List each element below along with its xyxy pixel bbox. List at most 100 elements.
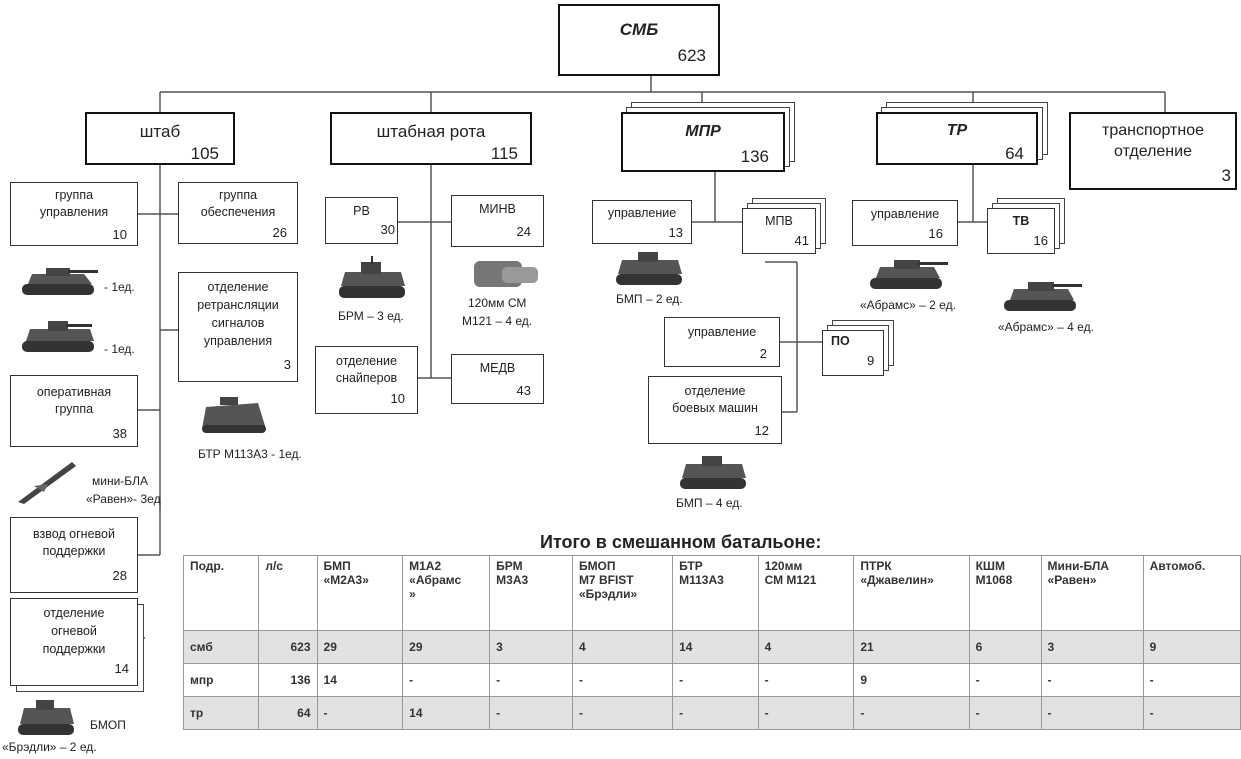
table-header-text: » — [409, 587, 416, 601]
table-cell: 14 — [402, 696, 491, 730]
root-name: СМБ — [619, 20, 659, 39]
go-line2: обеспечения — [200, 205, 276, 219]
bradley-icon — [22, 321, 94, 352]
table-header-text: М3А3 — [496, 573, 529, 587]
mpv-name: МПВ — [765, 214, 793, 228]
tv-box: ТВ 16 — [987, 208, 1055, 254]
transport-name-1: транспортное — [1101, 122, 1205, 139]
table-header-text: Автомоб. — [1149, 559, 1206, 573]
otdelenie-boevykh-mashin-box: отделение боевых машин 12 — [648, 376, 782, 444]
mpr-upr-count: 13 — [668, 225, 683, 240]
table-cell: - — [757, 663, 855, 697]
summary-title: Итого в смешанном батальоне: — [540, 532, 822, 552]
table-cell: - — [1040, 663, 1144, 697]
mpv-box: МПВ 41 — [742, 208, 816, 254]
table-header-text: М1068 — [975, 573, 1013, 587]
abrams-icon — [870, 260, 948, 289]
table-cell: смб — [182, 630, 260, 664]
medv-name: МЕДВ — [479, 361, 516, 375]
mpr-upravlenie-box: управление 13 — [592, 200, 692, 244]
mortar-caption-1: 120мм СМ — [468, 296, 527, 310]
rv-count: 30 — [380, 222, 395, 237]
abrams-caption-4: «Абрамс» – 4 ед. — [998, 320, 1094, 334]
mortar-carrier-icon — [474, 261, 538, 287]
table-cell: 623 — [258, 630, 318, 664]
brm-caption: БРМ – 3 ед. — [338, 309, 404, 323]
transport-name-2: отделение — [1114, 143, 1192, 160]
table-header-cell: Подр. — [182, 555, 260, 631]
ors-line1: отделение — [207, 280, 269, 294]
transport-count: 3 — [1221, 166, 1231, 185]
upr2-name: управление — [687, 325, 757, 339]
mpr-box: МПР 136 — [621, 112, 785, 172]
oop-line2: огневой — [51, 624, 97, 638]
table-cell: 29 — [316, 630, 404, 664]
rv-name: РВ — [353, 204, 370, 218]
table-header-text: Подр. — [190, 559, 225, 573]
transport-box: транспортное отделение 3 — [1069, 112, 1237, 190]
uav-icon — [18, 462, 76, 504]
table-header-text: Мини-БЛА — [1047, 559, 1109, 573]
table-header-text: БМОП — [578, 559, 616, 573]
table-header-text: БТР — [679, 559, 703, 573]
group-upravleniya-box: группа управления 10 — [10, 182, 138, 246]
mortar-caption-2: М121 – 4 ед. — [462, 314, 533, 328]
group-obespecheniya-box: группа обеспечения 26 — [178, 182, 298, 244]
uav-caption-2: «Равен»- 3ед — [86, 492, 161, 506]
os-line1: отделение — [336, 354, 397, 368]
shtab-name: штаб — [139, 122, 181, 141]
table-header-text: л/с — [265, 559, 283, 573]
table-header-text: М1А2 — [409, 559, 442, 573]
po-box: ПО 9 — [822, 330, 884, 376]
table-cell: 14 — [672, 630, 759, 664]
vop-line1: взвод огневой — [33, 527, 115, 541]
table-header-text: «Брэдли» — [578, 587, 638, 601]
bmop-icon — [18, 700, 74, 735]
table-header-text: БРМ — [496, 559, 523, 573]
bmop-caption-1: БМОП — [90, 718, 126, 732]
otdelenie-snayperov-box: отделение снайперов 10 — [315, 346, 418, 414]
table-header-text: «М2А3» — [323, 573, 369, 587]
table-cell: - — [1142, 663, 1241, 697]
bmp-icon — [616, 252, 682, 285]
table-cell: 4 — [757, 630, 855, 664]
otdelenie-ognevoy-podderzhki-box: отделение огневой поддержки 14 — [10, 598, 138, 686]
table-cell: - — [1040, 696, 1144, 730]
root-count: 623 — [677, 46, 706, 65]
ors-line2: ретрансляции — [197, 298, 279, 312]
tr-upr-count: 16 — [928, 226, 943, 241]
minv-box: МИНВ 24 — [451, 195, 544, 247]
upr2-count: 2 — [759, 346, 767, 361]
mpr-upravlenie-2-box: управление 2 — [664, 317, 780, 367]
tank-caption-2: - 1ед. — [104, 342, 135, 356]
oop-count: 14 — [114, 661, 129, 676]
tv-name: ТВ — [1012, 214, 1030, 228]
tv-count: 16 — [1033, 233, 1048, 248]
tr-count: 64 — [1005, 144, 1024, 163]
table-cell: - — [672, 663, 759, 697]
table-header-cell: М1А2«Абрамс» — [402, 555, 491, 631]
table-cell: - — [316, 696, 404, 730]
abrams-icon-2 — [1004, 282, 1082, 311]
shtab-rota-name: штабная рота — [376, 122, 486, 141]
tank-icon — [22, 268, 98, 295]
table-cell: - — [489, 663, 573, 697]
vop-count: 28 — [112, 568, 127, 583]
mpr-count: 136 — [740, 147, 769, 166]
table-cell: тр — [182, 696, 260, 730]
gu-line1: группа — [54, 188, 94, 202]
table-cell: 29 — [402, 630, 491, 664]
obm-count: 12 — [754, 423, 769, 438]
tr-box: ТР 64 — [876, 112, 1038, 165]
bmp-caption-2: БМП – 2 ед. — [616, 292, 683, 306]
table-cell: - — [571, 663, 674, 697]
table-cell: 4 — [571, 630, 674, 664]
table-header-text: ПТРК — [860, 559, 892, 573]
abrams-caption-2: «Абрамс» – 2 ед. — [860, 298, 956, 312]
go-line1: группа — [218, 188, 258, 202]
tr-upr-name: управление — [870, 207, 940, 221]
